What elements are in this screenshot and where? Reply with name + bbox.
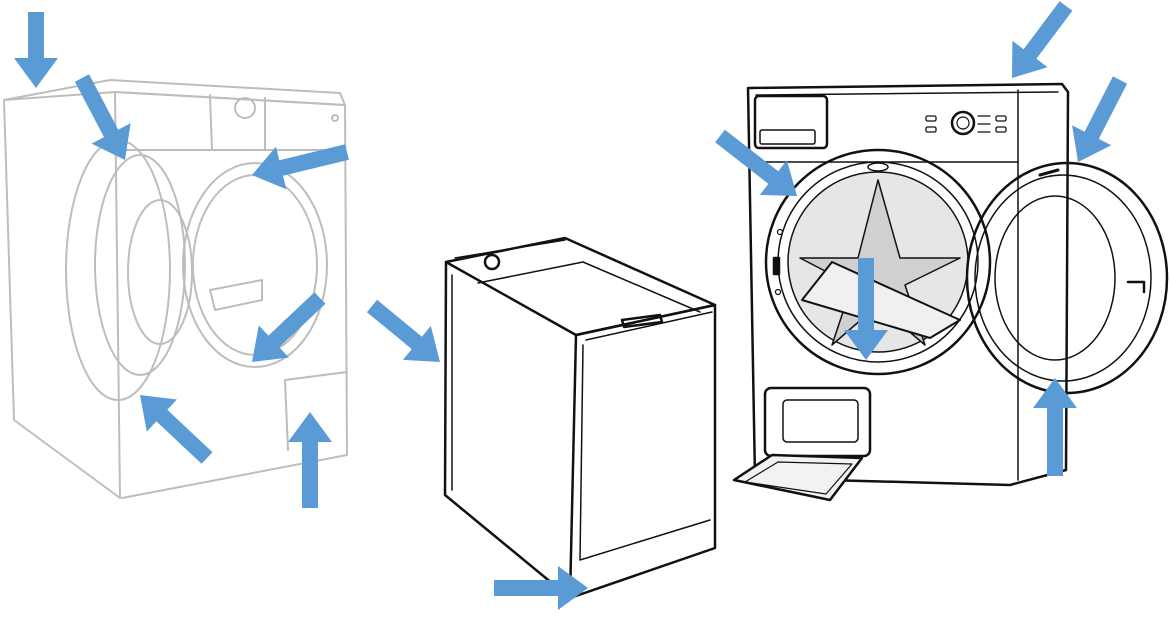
arrow-layer — [14, 1, 1128, 610]
pointer-arrow-6 — [288, 412, 332, 508]
pointer-arrow-3 — [252, 144, 349, 190]
pointer-arrow-8 — [494, 566, 588, 610]
pointer-arrow-1 — [14, 12, 58, 88]
top-load-washer-drawing — [445, 238, 715, 598]
pointer-arrow-11 — [715, 129, 797, 196]
pointer-arrow-12 — [844, 258, 888, 360]
pointer-arrow-2 — [74, 74, 131, 160]
pointer-arrow-10 — [1072, 76, 1128, 162]
pointer-arrow-4 — [252, 292, 326, 362]
pointer-arrow-13 — [1033, 378, 1077, 476]
front-load-dryer-drawing — [734, 84, 1167, 500]
pointer-arrow-7 — [366, 299, 440, 362]
pointer-arrow-9 — [1012, 1, 1073, 79]
pointer-arrow-5 — [140, 395, 213, 464]
